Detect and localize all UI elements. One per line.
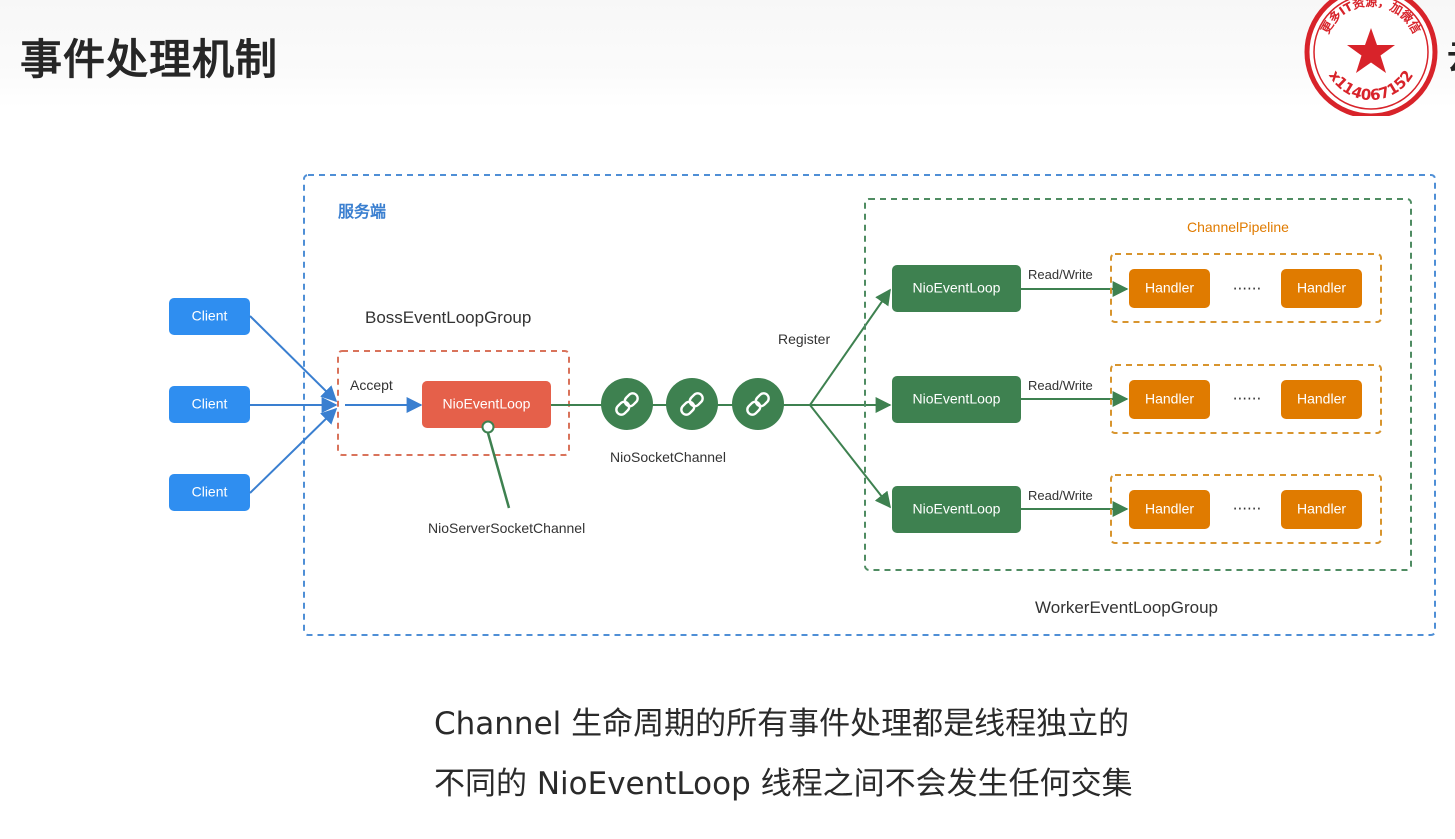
client-arrow (249, 315, 338, 403)
client-node: Client (169, 386, 250, 423)
worker-row: NioEventLoop Read/Write Handler ······ H… (892, 364, 1382, 434)
star-icon (1347, 28, 1395, 73)
handler-node (1129, 380, 1210, 419)
boss-event-loop-node: NioEventLoop (422, 381, 551, 428)
handler-node (1281, 490, 1362, 529)
slide-title: 事件处理机制 (20, 35, 279, 84)
register-arrow (809, 404, 891, 509)
caption-line-1: Channel 生命周期的所有事件处理都是线程独立的 (434, 706, 1130, 742)
client-label: Client (192, 484, 228, 500)
read-write-label: Read/Write (1028, 488, 1093, 503)
handler-label: Handler (1297, 280, 1346, 296)
title-bar (0, 0, 1455, 108)
register-arrow (809, 288, 891, 406)
server-socket-anchor (481, 420, 495, 434)
pipeline-label: ChannelPipeline (1187, 219, 1289, 235)
worker-row: NioEventLoop Read/Write Handler ······ H… (892, 253, 1382, 323)
handler-label: Handler (1145, 391, 1194, 407)
boss-group-label: BossEventLoopGroup (365, 308, 531, 327)
client-label: Client (192, 396, 228, 412)
socket-channel-node (732, 378, 784, 430)
handler-ellipsis: ······ (1233, 280, 1262, 298)
handler-label: Handler (1297, 501, 1346, 517)
accept-label: Accept (350, 377, 393, 393)
worker-event-loop-node (892, 486, 1021, 533)
worker-group-label: WorkerEventLoopGroup (1035, 598, 1218, 617)
boss-event-loop-label: NioEventLoop (443, 396, 531, 412)
handler-node (1281, 269, 1362, 308)
pipeline-container (1110, 253, 1382, 323)
watermark-stamp: 更多IT资源，加微信 x114067152 (1304, 0, 1438, 116)
server-socket-pointer (486, 432, 511, 509)
pipeline-container (1110, 474, 1382, 544)
worker-event-loop-label: NioEventLoop (913, 280, 1001, 296)
client-node: Client (169, 474, 250, 511)
caption-line-2: 不同的 NioEventLoop 线程之间不会发生任何交集 (434, 766, 1133, 802)
worker-group-container (864, 198, 1412, 571)
handler-ellipsis: ······ (1233, 390, 1262, 408)
read-write-label: Read/Write (1028, 267, 1093, 282)
client-arrow (249, 407, 338, 494)
socket-channel-label: NioSocketChannel (610, 449, 726, 465)
handler-node (1129, 269, 1210, 308)
boss-group-container (337, 350, 570, 456)
socket-channel-node (601, 378, 653, 430)
worker-event-loop-label: NioEventLoop (913, 391, 1001, 407)
worker-event-loop-node (892, 265, 1021, 312)
worker-event-loop-node (892, 376, 1021, 423)
server-socket-channel-label: NioServerSocketChannel (428, 520, 585, 536)
handler-node (1129, 490, 1210, 529)
edge-glyph: 云 (1447, 30, 1455, 79)
handler-label: Handler (1145, 501, 1194, 517)
server-label: 服务端 (338, 202, 386, 221)
client-label: Client (192, 308, 228, 324)
handler-label: Handler (1297, 391, 1346, 407)
client-node: Client (169, 298, 250, 335)
register-label: Register (778, 331, 830, 347)
socket-channel-node (666, 378, 718, 430)
worker-event-loop-label: NioEventLoop (913, 501, 1001, 517)
worker-row: NioEventLoop Read/Write Handler ······ H… (892, 474, 1382, 544)
handler-ellipsis: ······ (1233, 500, 1262, 518)
read-write-label: Read/Write (1028, 378, 1093, 393)
handler-node (1281, 380, 1362, 419)
handler-label: Handler (1145, 280, 1194, 296)
pipeline-container (1110, 364, 1382, 434)
